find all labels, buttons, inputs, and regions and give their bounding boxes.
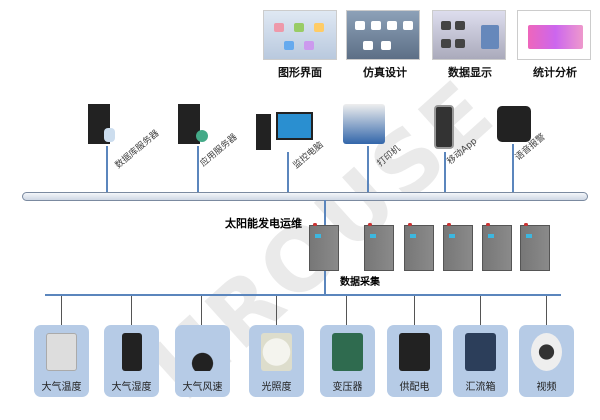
cabinet-icon [482, 223, 512, 271]
connector [444, 152, 446, 193]
connector [414, 296, 415, 325]
transformer-icon [332, 333, 363, 371]
light-sensor-icon [261, 333, 292, 371]
screen-label: 统计分析 [533, 66, 577, 79]
cabinet-icon [364, 223, 394, 271]
cabinet-icon [520, 223, 550, 271]
connector [197, 146, 199, 193]
thermometer-device-icon [46, 333, 77, 371]
sensor-label: 变压器 [332, 382, 363, 393]
sensor-label: 大气温度 [41, 382, 82, 393]
connector [131, 296, 132, 325]
sensor-light: 光照度 [249, 325, 304, 397]
connector [287, 152, 289, 193]
combiner-box-icon [465, 333, 496, 371]
telephone-icon [497, 106, 531, 142]
sensor-video: 视频 [519, 325, 574, 397]
sensor-power-supply: 供配电 [387, 325, 442, 397]
screen-label: 数据显示 [448, 66, 492, 79]
acquisition-label: 数据采集 [340, 277, 380, 288]
camera-icon [531, 333, 562, 371]
cabinet-icon [309, 223, 339, 271]
sensor-label: 光照度 [261, 382, 292, 393]
sensor-label: 大气风速 [182, 382, 223, 393]
device-label: 监控电脑 [291, 140, 326, 171]
connector [546, 296, 547, 325]
screenshot-graphic-ui [263, 10, 337, 60]
app-server-icon [178, 104, 200, 144]
sensor-temperature: 大气温度 [34, 325, 89, 397]
system-label: 太阳能发电运维 [225, 217, 302, 230]
hygrometer-icon [122, 333, 142, 371]
connector [201, 296, 202, 325]
cabinet-icon [443, 223, 473, 271]
screenshot-statistics [517, 10, 591, 60]
connector [346, 296, 347, 325]
network-bus [22, 192, 588, 201]
power-cabinet-icon [399, 333, 430, 371]
sensor-transformer: 变压器 [320, 325, 375, 397]
screen-label: 仿真设计 [363, 66, 407, 79]
sensor-wind: 大气风速 [175, 325, 230, 397]
connector [512, 144, 514, 193]
globe-icon [196, 130, 208, 142]
sensor-humidity: 大气湿度 [104, 325, 159, 397]
monitor-icon [276, 112, 313, 140]
cabinet-icon [404, 223, 434, 271]
pc-tower-icon [256, 114, 271, 150]
connector [106, 146, 108, 193]
screenshot-simulation [346, 10, 420, 60]
sensor-label: 汇流箱 [465, 382, 496, 393]
connector [276, 296, 277, 325]
database-icon [104, 128, 115, 142]
sensor-combiner-box: 汇流箱 [453, 325, 508, 397]
device-label: 数据库服务器 [113, 128, 162, 171]
anemometer-icon [187, 333, 218, 371]
screen-label: 图形界面 [278, 66, 322, 79]
printer-icon [343, 104, 385, 144]
connector [367, 146, 369, 193]
mobile-phone-icon [434, 105, 454, 149]
connector [61, 296, 62, 325]
sensor-bus [45, 294, 561, 296]
sensor-label: 大气湿度 [111, 382, 152, 393]
connector [480, 296, 481, 325]
sensor-label: 供配电 [399, 382, 430, 393]
screenshot-data-display [432, 10, 506, 60]
sensor-label: 视频 [536, 382, 557, 393]
